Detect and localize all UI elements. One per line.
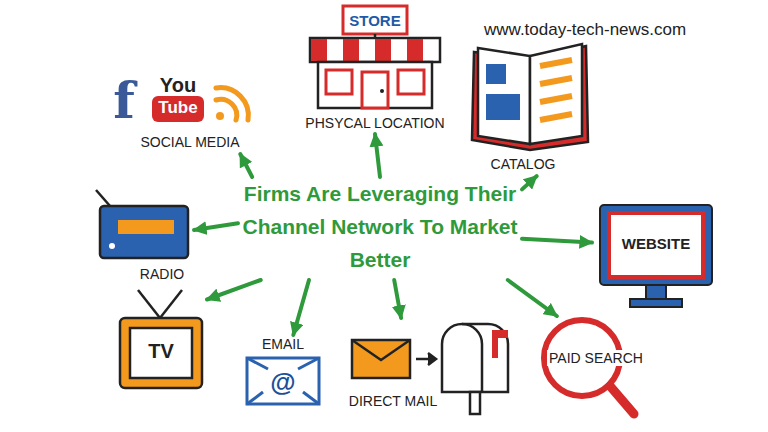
node-text: PHSYCAL LOCATION	[305, 115, 444, 131]
envelope-icon	[247, 358, 319, 404]
node-text: EMAIL	[262, 336, 304, 352]
channel-arrow	[508, 280, 557, 316]
tv-node: TV	[115, 283, 207, 393]
channel-arrow	[522, 239, 592, 243]
store-node: STORE PHSYCAL LOCATION	[295, 4, 455, 134]
node-text: CATALOG	[491, 156, 556, 172]
channel-arrow	[194, 223, 238, 230]
channel-arrow	[207, 280, 261, 300]
channel-arrow	[394, 280, 401, 318]
node-text: TV	[148, 340, 174, 363]
channel-arrow	[293, 280, 309, 335]
youtube-badge	[152, 96, 204, 122]
catalog-node: CATALOG	[468, 38, 593, 176]
paid-search-node: PAID SEARCH	[540, 316, 652, 426]
store-icon	[310, 6, 440, 108]
tv-icon	[120, 290, 202, 388]
email-node: EMAIL @	[240, 335, 326, 407]
catalog-icon	[472, 44, 588, 150]
social-media-node: f YouTubeSOCIAL MEDIA	[100, 71, 265, 154]
headline-text: Firms Are Leveraging Their Channel Netwo…	[238, 177, 522, 276]
node-text: DIRECT MAIL	[349, 393, 437, 409]
channel-arrow	[375, 134, 380, 177]
radio-icon	[96, 190, 188, 258]
rss-icon	[216, 88, 248, 120]
node-text: You	[160, 74, 196, 97]
magnifier-icon	[544, 320, 634, 414]
node-text: @	[270, 368, 295, 398]
node-text: Tube	[158, 98, 197, 118]
monitor-icon	[600, 205, 712, 307]
direct-mail-node: DIRECT MAIL	[345, 318, 515, 414]
node-text: STORE	[349, 12, 400, 29]
node-text: RADIO	[140, 266, 184, 282]
channel-arrow	[522, 176, 537, 189]
node-text: f	[113, 72, 135, 130]
radio-node: RADIO	[90, 185, 194, 285]
node-text: WEBSITE	[622, 235, 690, 252]
node-text: SOCIAL MEDIA	[140, 134, 239, 150]
website-node: WEBSITE	[592, 200, 718, 312]
node-text: PAID SEARCH	[547, 350, 645, 366]
watermark-url: www.today-tech-news.com	[484, 20, 686, 40]
channel-arrow	[240, 154, 252, 177]
headline-node: Firms Are Leveraging Their Channel Netwo…	[238, 177, 522, 280]
